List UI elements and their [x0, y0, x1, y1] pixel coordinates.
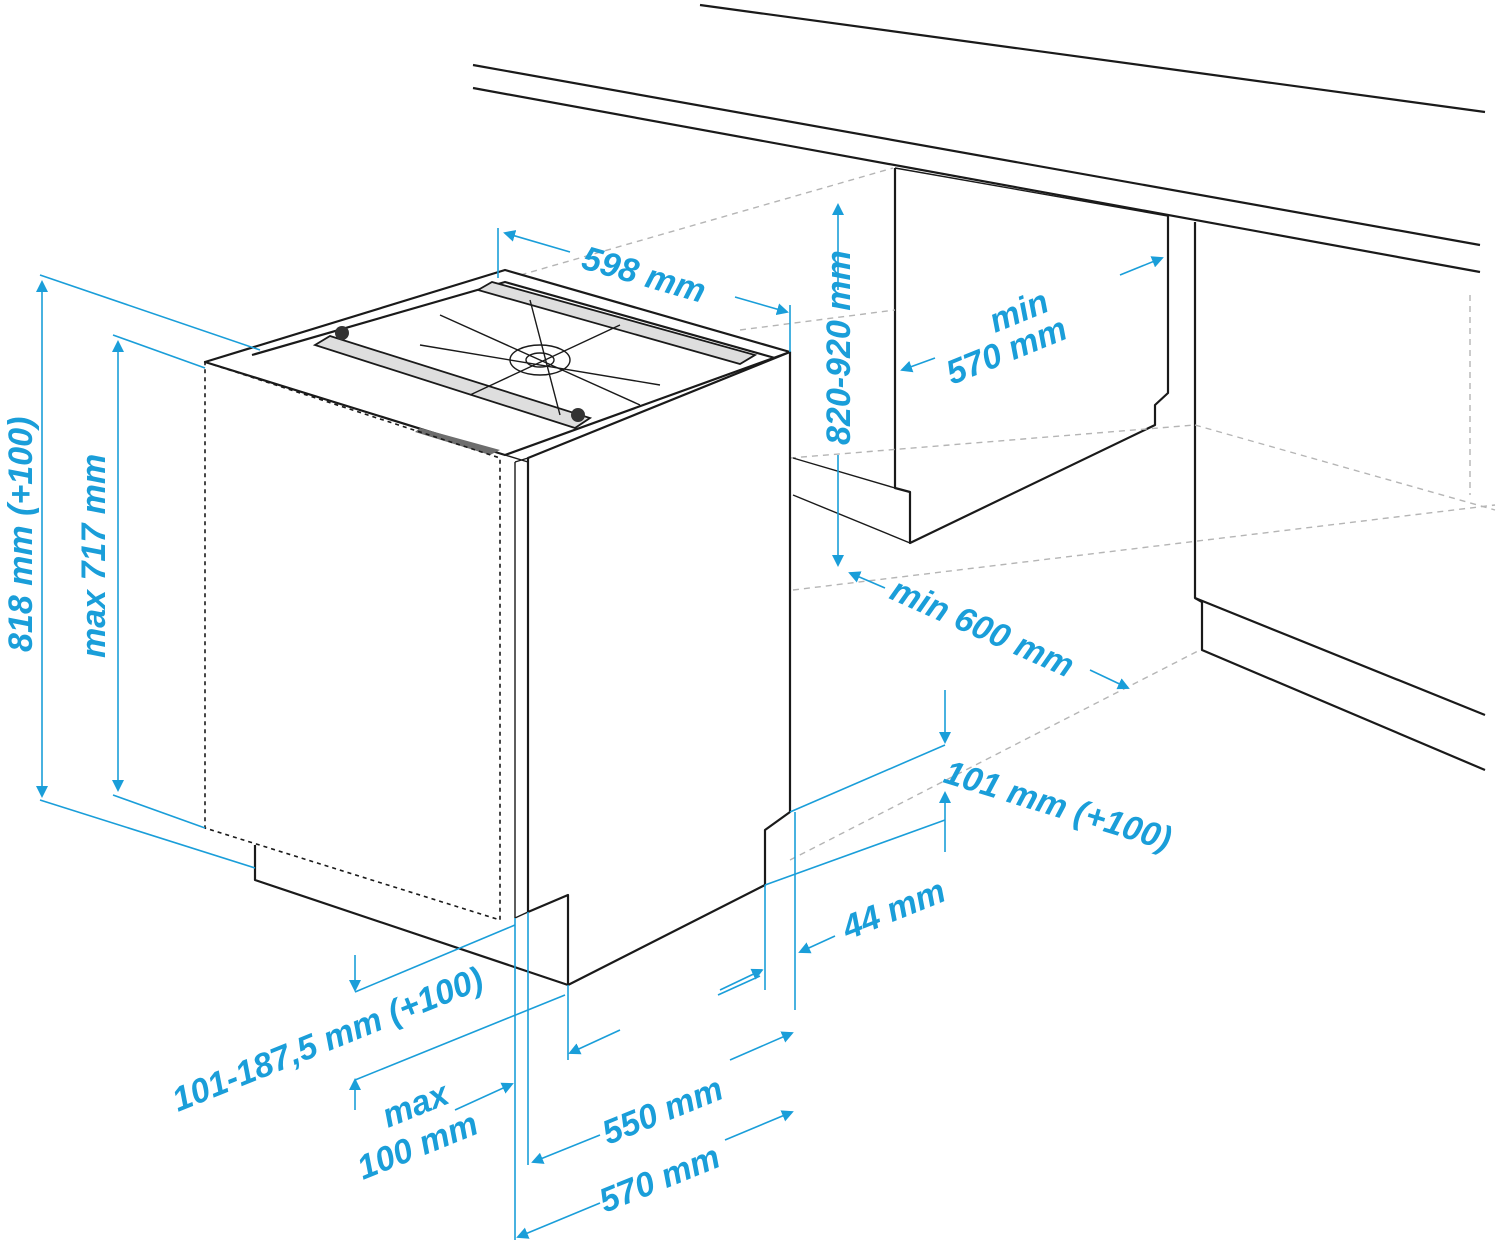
top-rail-back — [475, 281, 758, 365]
label-818: 818 mm (+100) — [2, 417, 40, 652]
label-101-plus-100: 101 mm (+100) — [940, 753, 1176, 858]
niche-guides — [509, 167, 1496, 861]
label-44: 44 mm — [836, 872, 951, 948]
dimension-lines — [36, 203, 1164, 1240]
dishwasher — [203, 268, 792, 987]
top-rail-front — [312, 335, 593, 429]
left-cabinet — [893, 167, 1170, 545]
right-cabinet — [1193, 222, 1486, 772]
spray-arm — [419, 299, 661, 416]
mount-screw-right — [571, 408, 585, 422]
label-820-920: 820-920 mm — [820, 250, 858, 445]
mount-screw-left — [335, 326, 349, 340]
label-max-717: max 717 mm — [75, 454, 113, 658]
label-min-600: min 600 mm — [885, 571, 1080, 686]
worktop — [472, 3, 1486, 274]
control-strip — [415, 428, 500, 455]
